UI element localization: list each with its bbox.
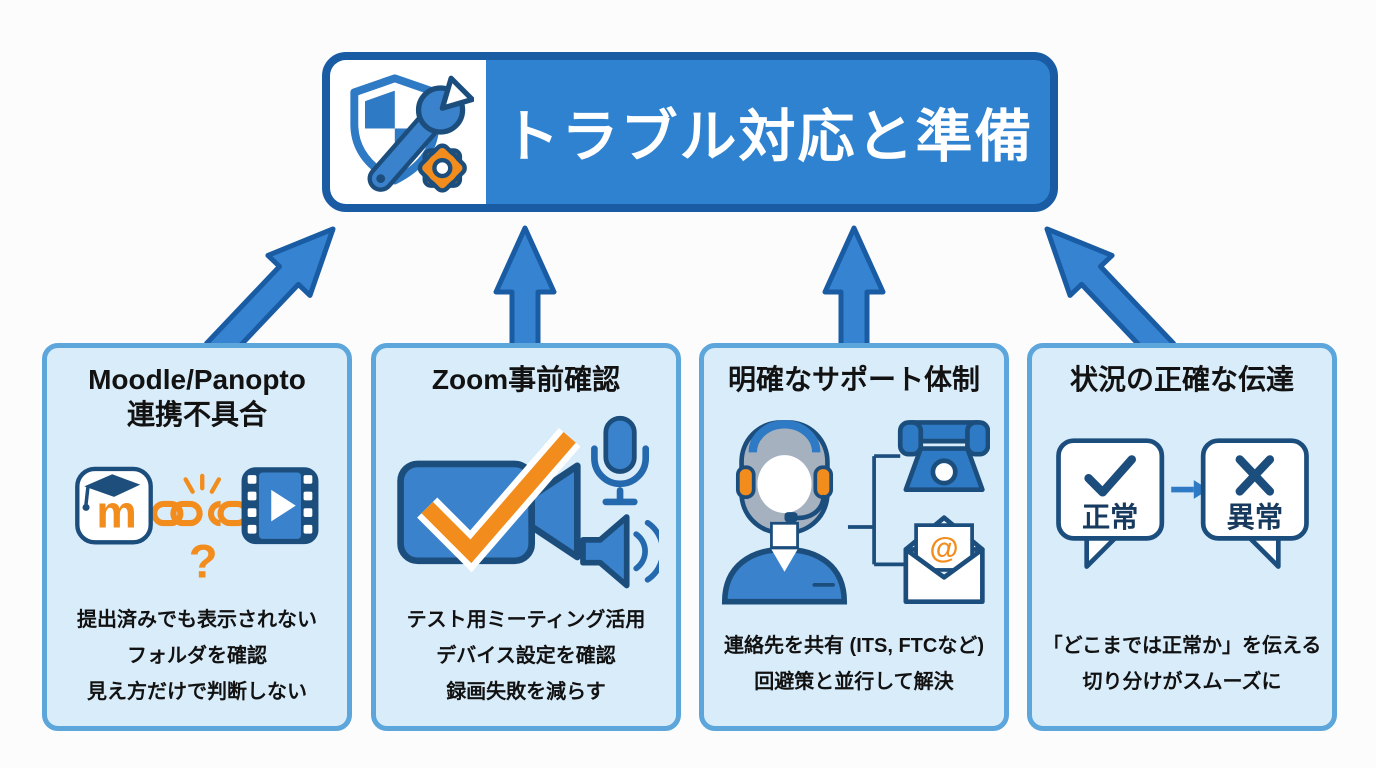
card-title-line: 状況の正確な伝達	[1069, 364, 1294, 395]
page-title: トラブル対応と準備	[502, 105, 1034, 169]
gear-icon	[417, 143, 467, 193]
body-line: 見え方だけで判断しない	[87, 681, 307, 703]
arrow-up-icon	[822, 225, 886, 351]
card-title: 状況の正確な伝達	[1070, 362, 1294, 397]
card-icon-area: @	[704, 397, 1004, 628]
card-title: Zoom事前確認	[432, 362, 620, 397]
ok-label: 正常	[1082, 501, 1138, 533]
body-line: 切り分けがスムーズに	[1082, 671, 1282, 693]
card-title-line: 連携不具合	[126, 399, 267, 430]
card-icon-area: ? m	[47, 432, 347, 602]
header-icon-panel	[330, 60, 486, 204]
connector-lines	[847, 453, 904, 566]
body-line: テスト用ミーティング活用	[406, 609, 646, 631]
body-line: 「どこまでは正常か」を伝える	[1042, 635, 1322, 657]
card-title-line: 明確なサポート体制	[727, 364, 980, 395]
body-line: デバイス設定を確認	[436, 645, 616, 667]
broken-link-icon	[151, 473, 250, 527]
card-icon-area	[376, 397, 676, 602]
at-symbol: @	[929, 531, 958, 564]
arrow-up-icon	[493, 225, 557, 351]
body-line: 録画失敗を減らす	[446, 681, 606, 703]
moodle-panopto-link-graphic: ? m	[75, 466, 319, 587]
moodle-app-icon: m	[75, 466, 153, 545]
microphone-icon	[591, 415, 650, 505]
video-film-icon	[241, 467, 319, 545]
wrench-icon	[367, 75, 474, 192]
body-line: 回避策と並行して解決	[754, 671, 954, 693]
card-body: テスト用ミーティング活用 デバイス設定を確認 録画失敗を減らす	[407, 602, 646, 710]
support-agent-icon	[721, 419, 847, 604]
card-title: 明確なサポート体制	[728, 362, 980, 397]
email-at-icon: @	[902, 514, 985, 604]
body-line: 連絡先を共有 (ITS, FTCなど)	[724, 635, 984, 657]
speech-bubble-ok-icon: 正常	[1055, 437, 1164, 569]
card-body: 連絡先を共有 (ITS, FTCなど) 回避策と並行して解決	[724, 628, 984, 700]
body-line: フォルダを確認	[127, 645, 267, 667]
speech-bubble-ng-icon: 異常	[1200, 437, 1309, 569]
shield-wrench-gear-icon	[350, 74, 474, 193]
card-accurate-reporting: 状況の正確な伝達 正常 異常 「どこまでは正常か」を伝える 切り分けがスムーズに	[1027, 343, 1337, 731]
header-banner: トラブル対応と準備	[322, 52, 1058, 212]
card-zoom-precheck: Zoom事前確認 テスト用ミーティング活用 デバイス設定を	[371, 343, 681, 731]
card-title-line: Zoom事前確認	[431, 364, 621, 395]
card-body: 提出済みでも表示されない フォルダを確認 見え方だけで判断しない	[77, 602, 317, 710]
graduation-cap-icon	[82, 474, 141, 511]
zoom-check-graphic	[397, 415, 659, 588]
card-support-structure: 明確なサポート体制	[699, 343, 1009, 731]
body-line: 提出済みでも表示されない	[77, 609, 317, 631]
ng-label: 異常	[1226, 501, 1282, 533]
card-title-line: Moodle/Panopto	[88, 364, 306, 395]
ok-ng-bubbles-graphic: 正常 異常	[1055, 437, 1309, 569]
question-mark: ?	[189, 534, 218, 587]
speaker-icon	[580, 513, 659, 588]
telephone-icon	[897, 419, 990, 492]
card-body: 「どこまでは正常か」を伝える 切り分けがスムーズに	[1043, 628, 1322, 700]
card-title: Moodle/Panopto 連携不具合	[88, 362, 306, 432]
card-moodle-panopto: Moodle/Panopto 連携不具合 ? m	[42, 343, 352, 731]
support-contact-graphic: @	[721, 419, 990, 604]
card-icon-area: 正常 異常	[1032, 397, 1332, 628]
video-camera-check-icon	[397, 427, 581, 572]
